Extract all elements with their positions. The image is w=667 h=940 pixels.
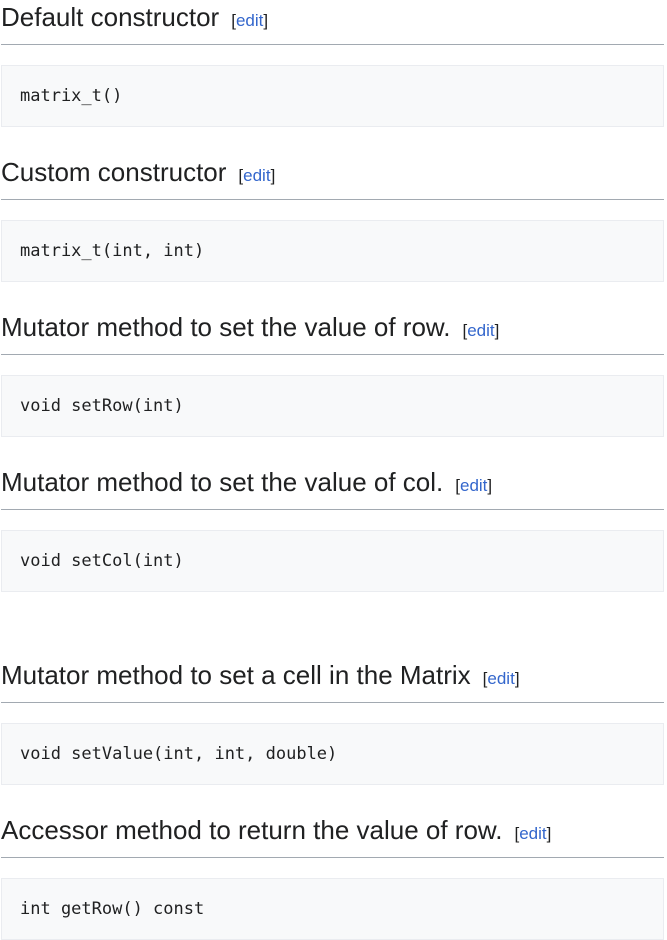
edit-section: [edit] — [455, 476, 492, 495]
section-heading: Mutator method to set a cell in the Matr… — [1, 660, 664, 703]
code-text: int getRow() const — [20, 899, 205, 919]
edit-link[interactable]: edit — [243, 166, 271, 185]
edit-section: [edit] — [514, 824, 551, 843]
edit-link[interactable]: edit — [235, 11, 264, 30]
code-block: void setCol(int) — [1, 530, 664, 592]
edit-bracket-open: [ — [482, 669, 488, 688]
edit-section: [edit] — [238, 166, 275, 185]
edit-link[interactable]: edit — [459, 476, 488, 495]
edit-section: [edit] — [231, 11, 268, 30]
section-default-constructor: Default constructor [edit] matrix_t() — [1, 2, 664, 127]
heading-text: Custom constructor — [1, 157, 227, 187]
edit-link[interactable]: edit — [487, 669, 515, 688]
code-text: matrix_t(int, int) — [20, 241, 205, 261]
heading-text: Default constructor — [1, 2, 220, 32]
section-set-row: Mutator method to set the value of row. [… — [1, 312, 664, 437]
code-text: matrix_t() — [20, 86, 123, 106]
code-text: void setValue(int, int, double) — [20, 744, 338, 764]
edit-bracket-open: [ — [238, 166, 244, 185]
edit-bracket-open: [ — [455, 476, 460, 495]
heading-text: Mutator method to set the value of row. — [1, 312, 451, 342]
edit-bracket-close: ] — [487, 476, 493, 495]
code-text: void setCol(int) — [20, 551, 184, 571]
edit-section: [edit] — [483, 669, 520, 688]
section-get-row: Accessor method to return the value of r… — [1, 815, 664, 940]
heading-text: Mutator method to set the value of col. — [1, 467, 444, 497]
edit-bracket-close: ] — [494, 321, 500, 340]
code-block: matrix_t(int, int) — [1, 220, 664, 282]
code-block: int getRow() const — [1, 878, 664, 940]
section-set-col: Mutator method to set the value of col. [… — [1, 467, 664, 592]
section-heading: Mutator method to set the value of row. [… — [1, 312, 664, 355]
edit-bracket-close: ] — [263, 11, 269, 30]
edit-link[interactable]: edit — [519, 824, 547, 843]
section-heading: Custom constructor [edit] — [1, 157, 664, 200]
section-custom-constructor: Custom constructor [edit] matrix_t(int, i… — [1, 157, 664, 282]
heading-text: Mutator method to set a cell in the Matr… — [1, 660, 471, 690]
edit-section: [edit] — [462, 321, 499, 340]
section-heading: Accessor method to return the value of r… — [1, 815, 664, 858]
edit-bracket-close: ] — [546, 824, 552, 843]
edit-bracket-open: [ — [462, 321, 468, 340]
heading-text: Accessor method to return the value of r… — [1, 815, 503, 845]
edit-bracket-open: [ — [231, 11, 236, 30]
code-block: void setRow(int) — [1, 375, 664, 437]
section-heading: Default constructor [edit] — [1, 2, 664, 45]
section-heading: Mutator method to set the value of col. [… — [1, 467, 664, 510]
edit-bracket-open: [ — [514, 824, 520, 843]
edit-bracket-close: ] — [270, 166, 276, 185]
code-block: matrix_t() — [1, 65, 664, 127]
section-set-value: Mutator method to set a cell in the Matr… — [1, 660, 664, 785]
edit-bracket-close: ] — [514, 669, 520, 688]
code-text: void setRow(int) — [20, 396, 184, 416]
code-block: void setValue(int, int, double) — [1, 723, 664, 785]
edit-link[interactable]: edit — [467, 321, 495, 340]
